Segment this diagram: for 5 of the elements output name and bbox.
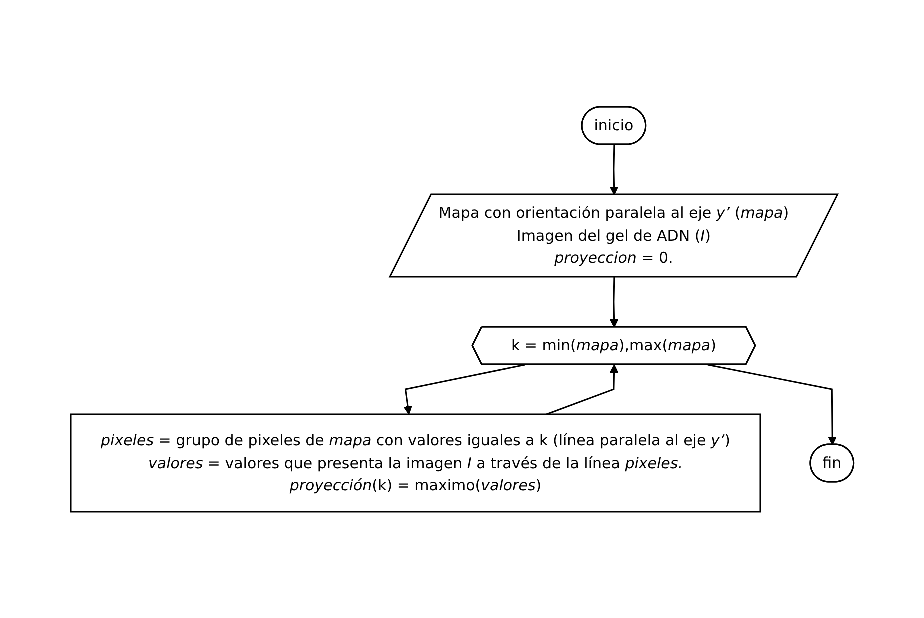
node-box: pixeles = grupo de pixeles de mapa con valores iguales a k (línea paralela al eje y’) valores = valores que presenta la imagen I a través de la línea pixeles. proyección(k) = maximo(valores) [70, 413, 761, 512]
arrow [403, 364, 525, 414]
arrow [609, 276, 618, 328]
arrow [609, 144, 618, 195]
arrow [707, 364, 837, 445]
